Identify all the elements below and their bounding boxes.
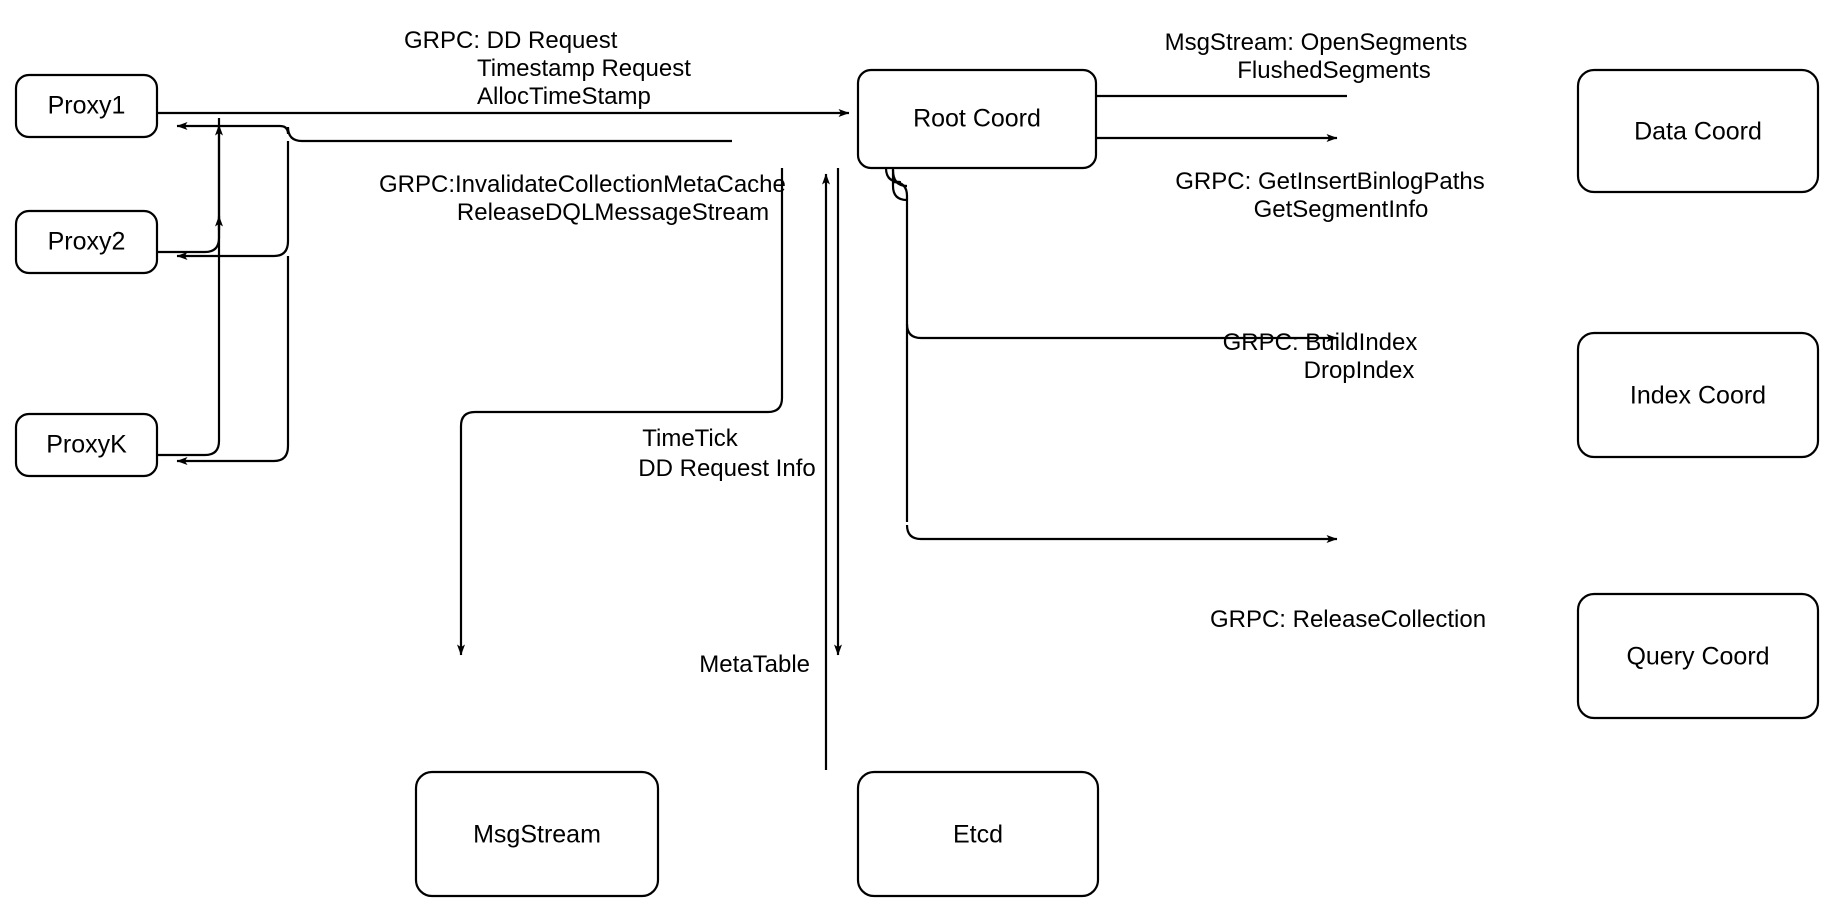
edge-bus-to-proxy2 bbox=[176, 141, 290, 260]
node-data-coord-label: Data Coord bbox=[1634, 118, 1762, 146]
node-root-coord-box[interactable] bbox=[856, 68, 1098, 170]
edge-label-root-to-index-line-1: GRPC: BuildIndex bbox=[1223, 329, 1418, 356]
edge-label-root-to-query-line-1: GRPC: ReleaseCollection bbox=[1210, 606, 1486, 633]
node-root-coord[interactable]: Root Coord bbox=[856, 68, 1098, 170]
edge-trunk-main-vertical bbox=[884, 167, 909, 522]
edge-bus-left-vertical bbox=[176, 122, 290, 135]
edge-label-root-to-msgstream-line-1: TimeTick bbox=[642, 425, 739, 452]
edge-proxyk-to-riser bbox=[157, 215, 223, 457]
edge-root-coord-to-msgstream bbox=[457, 168, 784, 656]
node-query-coord-box[interactable] bbox=[1576, 592, 1820, 720]
edge-label-root-coord-to-msgstream: TimeTick DD Request Info bbox=[638, 425, 815, 482]
edge-proxy2-to-riser bbox=[157, 124, 223, 254]
edge-label-root-etcd-line-1: MetaTable bbox=[699, 651, 810, 678]
edge-label-root-to-msgstream-line-2: DD Request Info bbox=[638, 455, 815, 482]
node-index-coord-box[interactable] bbox=[1576, 331, 1820, 459]
edge-label-root-coord-etcd: MetaTable bbox=[699, 651, 810, 678]
edge-root-coord-to-index-coord bbox=[905, 323, 1338, 342]
node-proxyk-box[interactable] bbox=[14, 412, 159, 478]
edge-label-root-to-proxy-line-2: ReleaseDQLMessageStream bbox=[457, 199, 769, 226]
edge-label-data-to-root-line-1: MsgStream: OpenSegments bbox=[1165, 29, 1468, 56]
node-etcd-label: Etcd bbox=[953, 821, 1003, 849]
node-msgstream-box[interactable] bbox=[414, 770, 660, 898]
node-etcd[interactable]: Etcd bbox=[856, 770, 1100, 898]
node-proxy2-box[interactable] bbox=[14, 209, 159, 275]
node-data-coord[interactable]: Data Coord bbox=[1576, 68, 1820, 194]
edge-label-proxy-to-root-coord: GRPC: DD Request Timestamp Request Alloc… bbox=[404, 27, 691, 110]
edge-label-root-coord-to-proxy: GRPC:InvalidateCollectionMetaCache Relea… bbox=[379, 171, 786, 226]
edge-root-coord-to-proxy1 bbox=[286, 126, 732, 143]
node-msgstream[interactable]: MsgStream bbox=[414, 770, 660, 898]
node-etcd-box[interactable] bbox=[856, 770, 1100, 898]
edge-root-coord-right-trunk bbox=[891, 168, 908, 202]
node-query-coord[interactable]: Query Coord bbox=[1576, 592, 1820, 720]
node-proxy2[interactable]: Proxy2 bbox=[14, 209, 159, 275]
node-proxy1-label: Proxy1 bbox=[48, 92, 126, 120]
node-msgstream-label: MsgStream bbox=[473, 821, 601, 849]
edge-labels-layer: GRPC: DD Request Timestamp Request Alloc… bbox=[379, 27, 1486, 678]
edges-layer bbox=[157, 92, 1347, 770]
edge-label-root-to-data-line-2: GetSegmentInfo bbox=[1254, 196, 1429, 223]
edge-bus-to-proxyk bbox=[176, 256, 290, 465]
edge-root-coord-to-query-coord bbox=[905, 524, 1338, 543]
edge-label-root-coord-to-query-coord: GRPC: ReleaseCollection bbox=[1210, 606, 1486, 633]
node-proxy2-label: Proxy2 bbox=[48, 228, 126, 256]
node-index-coord-label: Index Coord bbox=[1630, 382, 1766, 410]
edge-label-root-coord-to-index-coord: GRPC: BuildIndex DropIndex bbox=[1223, 329, 1418, 384]
edge-label-proxy-to-root-line-2: Timestamp Request bbox=[477, 55, 691, 82]
node-index-coord[interactable]: Index Coord bbox=[1576, 331, 1820, 459]
edge-label-root-coord-to-data-coord: GRPC: GetInsertBinlogPaths GetSegmentInf… bbox=[1175, 168, 1484, 223]
node-proxyk-label: ProxyK bbox=[46, 431, 127, 459]
edge-label-data-to-root-line-2: FlushedSegments bbox=[1237, 57, 1430, 84]
node-proxy1[interactable]: Proxy1 bbox=[14, 73, 159, 139]
edge-label-root-to-data-line-1: GRPC: GetInsertBinlogPaths bbox=[1175, 168, 1484, 195]
edge-label-root-to-index-line-2: DropIndex bbox=[1304, 357, 1415, 384]
edge-label-proxy-to-root-line-3: AllocTimeStamp bbox=[477, 83, 651, 110]
nodes-layer: Proxy1 Proxy2 ProxyK Root Coord Data Coo… bbox=[14, 68, 1820, 898]
node-data-coord-box[interactable] bbox=[1576, 68, 1820, 194]
node-query-coord-label: Query Coord bbox=[1626, 643, 1769, 671]
node-proxyk[interactable]: ProxyK bbox=[14, 412, 159, 478]
edge-label-data-coord-to-root-coord: MsgStream: OpenSegments FlushedSegments bbox=[1165, 29, 1468, 84]
edge-label-proxy-to-root-line-1: GRPC: DD Request bbox=[404, 27, 618, 54]
node-proxy1-box[interactable] bbox=[14, 73, 159, 139]
node-root-coord-label: Root Coord bbox=[913, 105, 1041, 133]
edge-label-root-to-proxy-line-1: GRPC:InvalidateCollectionMetaCache bbox=[379, 171, 786, 198]
